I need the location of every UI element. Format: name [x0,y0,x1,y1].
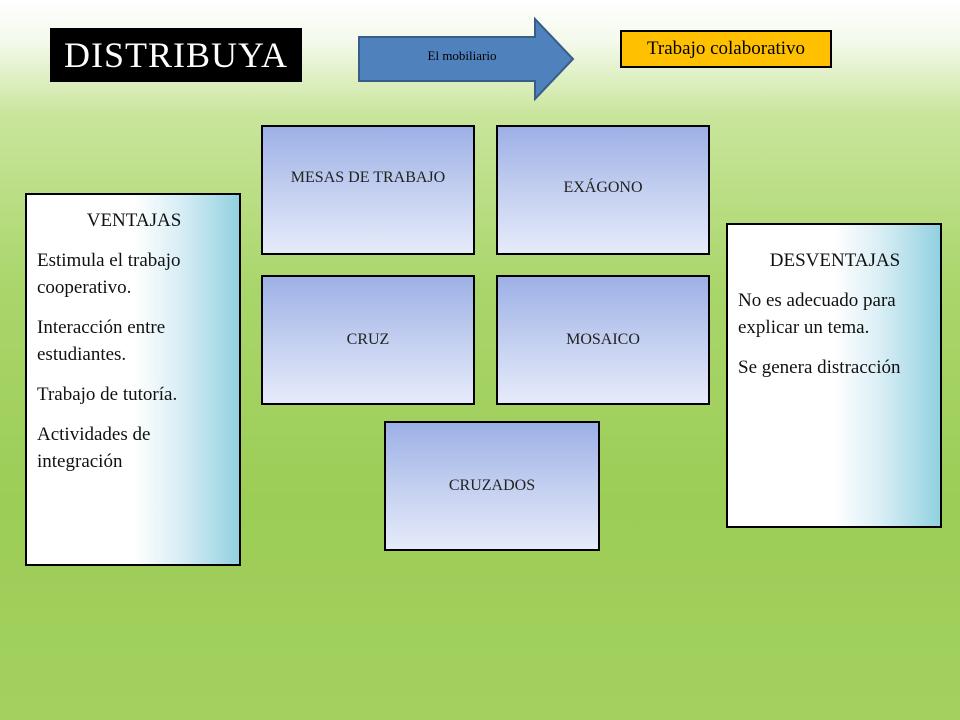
disadvantage-item: No es adecuado para explicar un tema. [738,290,896,338]
advantages-box: VENTAJAS Estimula el trabajo cooperativo… [25,193,241,566]
advantage-item: Actividades de integración [37,424,151,472]
advantage-item: Interacción entre estudiantes. [37,317,166,365]
result-box: Trabajo colaborativo [620,30,832,68]
arrow-label: El mobiliario [427,48,497,63]
layout-tile-cruzados: CRUZADOS [384,421,600,551]
layout-tile-mesas: MESAS DE TRABAJO [261,125,475,255]
disadvantages-heading: DESVENTAJAS [769,250,901,271]
disadvantages-box: DESVENTAJAS No es adecuado para explicar… [726,223,942,528]
layout-tile-mosaico: MOSAICO [496,275,710,405]
right-arrow-shape [358,17,575,101]
layout-tile-cruz: CRUZ [261,275,475,405]
advantage-item: Estimula el trabajo cooperativo. [37,250,181,298]
layout-tile-exagono: EXÁGONO [496,125,710,255]
advantages-heading: VENTAJAS [86,210,182,231]
advantage-item: Trabajo de tutoría. [37,384,178,405]
disadvantage-item: Se genera distracción [738,357,901,378]
page-title: DISTRIBUYA [50,28,302,82]
